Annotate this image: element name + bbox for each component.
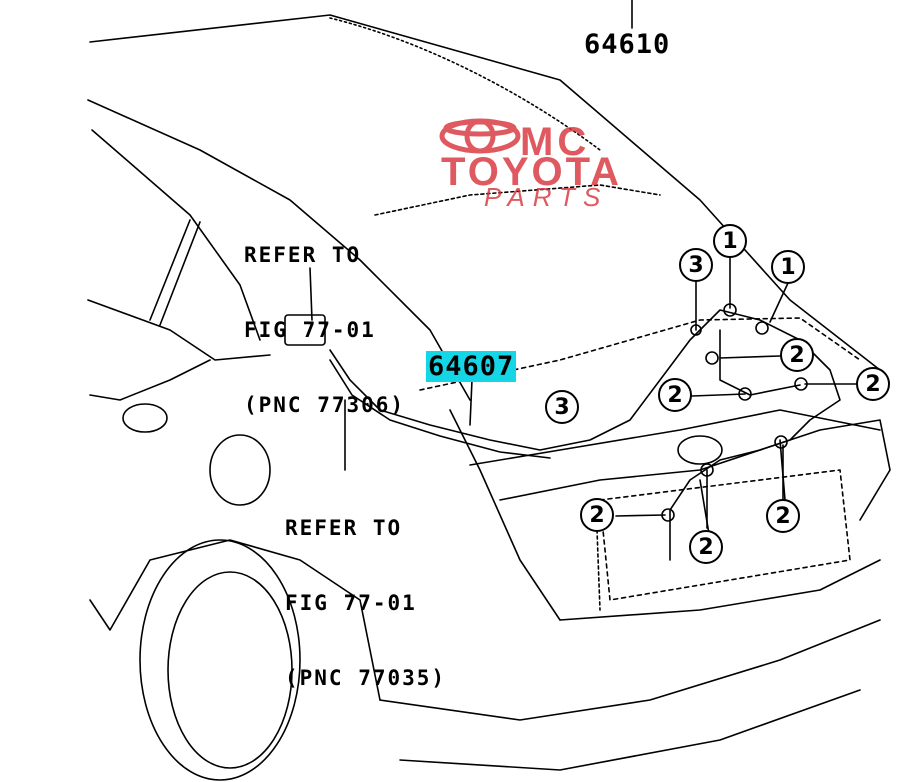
body-side-upper (87, 99, 471, 401)
reference-line: FIG 77-01 (244, 318, 376, 342)
callout-circle: 3 (679, 248, 713, 282)
c-pillar (87, 299, 271, 361)
hatch-lower (469, 409, 881, 466)
connector-dot (794, 377, 808, 391)
connector-dot (755, 321, 769, 335)
leader-ref-top (374, 184, 661, 216)
connector-block (284, 314, 326, 346)
part-number-top: 64610 (584, 29, 671, 60)
toyota-logo-icon (439, 118, 521, 154)
connector-dot (774, 435, 788, 449)
fuel-door (209, 434, 271, 506)
reference-line: (PNC 77035) (285, 666, 447, 690)
reference-line: (PNC 77306) (244, 393, 406, 417)
reference-label-lower: REFER TO FIG 77-01 (PNC 77035) (285, 466, 446, 741)
plate-recess (599, 469, 851, 601)
rear-quarter (89, 539, 381, 701)
leader-c2a (719, 355, 781, 359)
watermark-parts: PARTS (484, 182, 609, 212)
tail-lamp (499, 419, 891, 521)
connector-dot (723, 303, 737, 317)
reference-line: REFER TO (244, 243, 362, 267)
leader-bottom-left (596, 529, 601, 611)
rear-glass-top (329, 17, 601, 151)
connector-dot (705, 351, 719, 365)
callout-circle: 2 (766, 499, 800, 533)
watermark-mc: MC (520, 120, 591, 164)
connector-dot (738, 387, 752, 401)
watermark-toyota: TOYOTA (441, 150, 622, 194)
body-side-window (91, 129, 261, 341)
roof-line (89, 14, 881, 371)
harness-wire (329, 309, 841, 561)
side-panel (89, 359, 211, 401)
harness-wire-2 (329, 359, 551, 459)
bumper-top (559, 559, 881, 621)
leader-c1b (769, 282, 789, 323)
callout-circle: 2 (658, 378, 692, 412)
rear-emblem (677, 435, 723, 465)
reference-line: FIG 77-01 (285, 591, 417, 615)
callout-circle: 3 (545, 390, 579, 424)
reference-line: REFER TO (285, 516, 403, 540)
callout-circle: 2 (689, 530, 723, 564)
leader-c2d (615, 514, 666, 517)
leader-c2b (691, 393, 746, 397)
leader-ref-top-down (309, 267, 313, 321)
callout-circle: 1 (771, 250, 805, 284)
connector-dot (700, 463, 714, 477)
rear-wheel-outer (139, 539, 301, 781)
bumper-bottom (399, 689, 861, 771)
callout-circle: 2 (780, 338, 814, 372)
callout-circle: 1 (713, 224, 747, 258)
window-frame (149, 219, 201, 326)
leader-64607 (469, 379, 473, 426)
reference-label-upper: REFER TO FIG 77-01 (PNC 77306) (244, 193, 405, 468)
side-emblem (122, 403, 168, 433)
callout-circle: 2 (580, 498, 614, 532)
hatch-edge (449, 409, 561, 621)
connector-dot (690, 324, 702, 336)
callout-circle: 2 (856, 367, 890, 401)
rear-wheel-inner (167, 571, 293, 769)
part-number-harness-highlight: 64607 (426, 351, 517, 382)
bumper-lower (379, 619, 881, 721)
connector-dot (661, 508, 675, 522)
part-number-harness: 64607 (426, 351, 517, 382)
